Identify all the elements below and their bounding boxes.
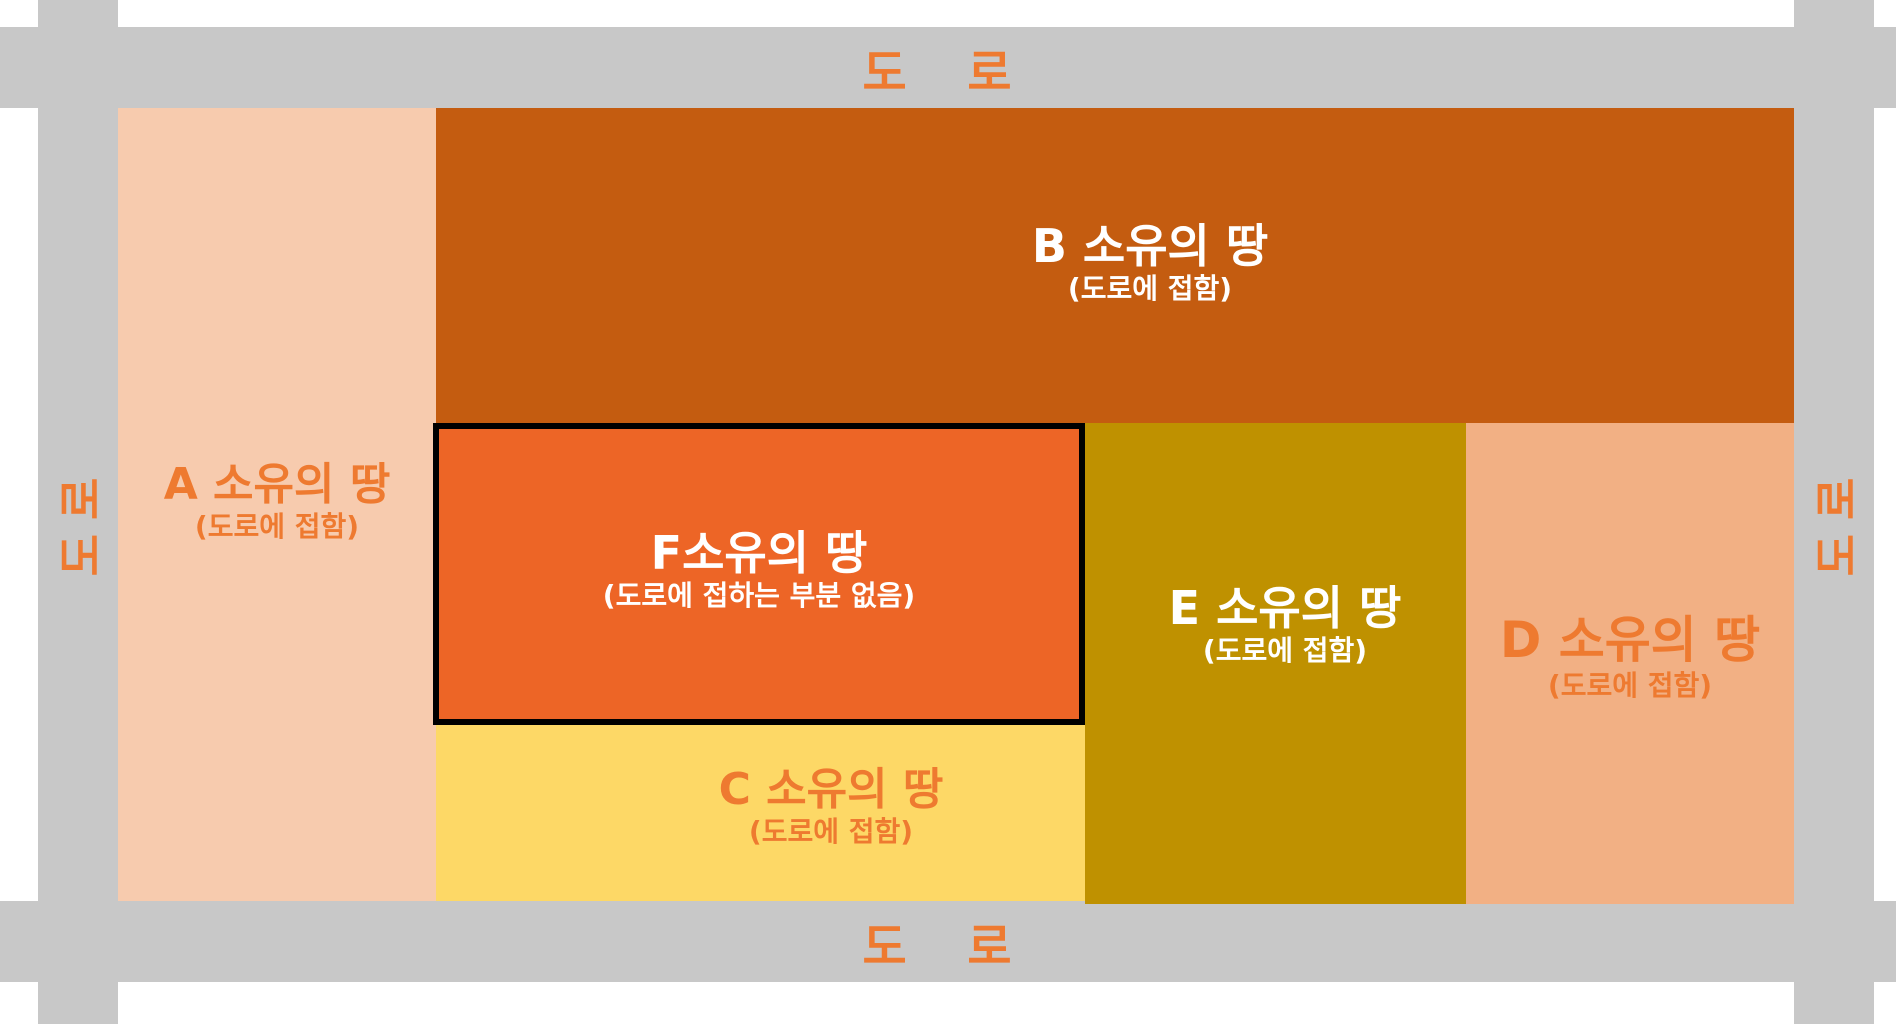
land-f (433, 423, 1085, 725)
land-c-label: C 소유의 땅 (도로에 접함) (436, 764, 1226, 848)
land-d-label: D 소유의 땅 (도로에 접함) (1466, 611, 1794, 702)
land-e-name: E 소유의 땅 (1168, 581, 1402, 635)
land-d-name: D 소유의 땅 (1499, 611, 1761, 669)
land-c-name: C 소유의 땅 (718, 764, 944, 815)
land-f-note: (도로에 접하는 부분 없음) (602, 578, 916, 612)
road-top (0, 27, 1896, 108)
land-f-label: F소유의 땅 (도로에 접하는 부분 없음) (433, 527, 1085, 612)
land-b-label: B 소유의 땅 (도로에 접함) (436, 220, 1864, 305)
land-f-name: F소유의 땅 (650, 526, 868, 580)
land-d-note: (도로에 접함) (1547, 668, 1713, 702)
road-bottom (0, 901, 1896, 982)
road-label-left: 도로 (54, 463, 109, 577)
road-label-right: 도로 (1810, 463, 1865, 577)
land-a (118, 108, 436, 901)
land-e-note: (도로에 접함) (1202, 633, 1368, 667)
land-b-note: (도로에 접함) (1067, 271, 1233, 305)
road-label-bottom: 도 로 (862, 918, 1034, 975)
land-d (1466, 423, 1794, 904)
road-right (1794, 0, 1874, 1024)
land-b-name: B 소유의 땅 (1031, 219, 1269, 273)
land-a-name: A 소유의 땅 (163, 459, 391, 510)
road-label-top: 도 로 (862, 44, 1034, 101)
land-e (1085, 423, 1466, 904)
land-c-note: (도로에 접함) (748, 814, 914, 848)
land-b (436, 108, 1794, 423)
land-e-label: E 소유의 땅 (도로에 접함) (1085, 582, 1485, 667)
road-left (38, 0, 118, 1024)
land-a-note: (도로에 접함) (194, 509, 360, 543)
land-a-label: A 소유의 땅 (도로에 접함) (118, 459, 436, 543)
